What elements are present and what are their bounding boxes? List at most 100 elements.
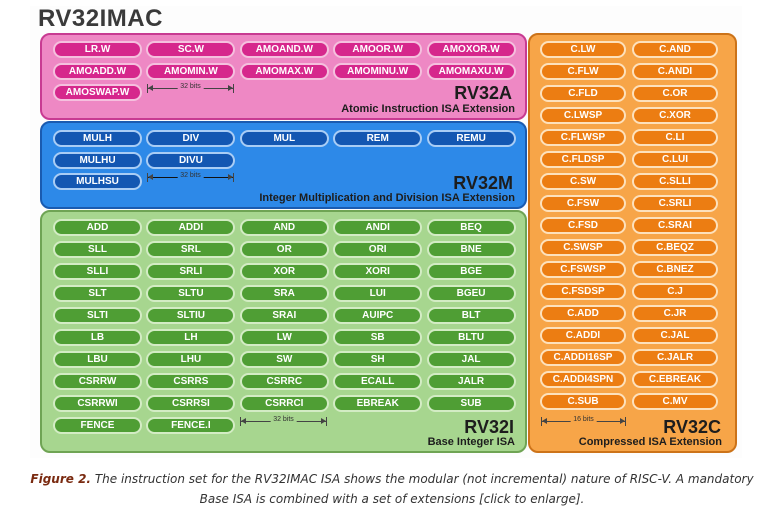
instruction-lui: LUI <box>333 285 423 302</box>
width-ruler-atomic: 32 bits <box>147 83 234 94</box>
instruction-sh: SH <box>333 351 423 368</box>
instruction-c-ebreak: C.EBREAK <box>632 371 718 388</box>
instruction-csrrci: CSRRCI <box>239 395 329 412</box>
instruction-csrrsi: CSRRSI <box>146 395 236 412</box>
instruction-ecall: ECALL <box>333 373 423 390</box>
instruction-amoxor-w: AMOXOR.W <box>426 41 516 58</box>
instruction-c-sw: C.SW <box>540 173 626 190</box>
instruction-c-swsp: C.SWSP <box>540 239 626 256</box>
instruction-c-fsw: C.FSW <box>540 195 626 212</box>
instruction-csrrc: CSRRC <box>239 373 329 390</box>
instruction-c-xor: C.XOR <box>632 107 718 124</box>
instruction-c-flw: C.FLW <box>540 63 626 80</box>
instruction-c-or: C.OR <box>632 85 718 102</box>
instruction-srai: SRAI <box>239 307 329 324</box>
instruction-fence: FENCE <box>53 417 142 434</box>
instruction-c-and: C.AND <box>632 41 718 58</box>
instruction-c-lw: C.LW <box>540 41 626 58</box>
instruction-c-jalr: C.JALR <box>632 349 718 366</box>
instruction-amoswap-w: AMOSWAP.W <box>53 84 142 101</box>
width-ruler-multiply: 32 bits <box>147 172 234 183</box>
width-label: 32 bits <box>270 416 297 423</box>
instruction-c-add: C.ADD <box>540 305 626 322</box>
instruction-mulhu: MULHU <box>53 151 142 169</box>
caption-label: Figure 2. <box>30 472 91 486</box>
instruction-csrrw: CSRRW <box>53 373 142 390</box>
width-ruler-base: 32 bits <box>240 416 327 427</box>
width-ruler-compressed: 16 bits <box>541 416 626 427</box>
instruction-sltiu: SLTIU <box>146 307 236 324</box>
instruction-addi: ADDI <box>146 219 236 236</box>
rv32m-name: RV32M <box>453 173 513 193</box>
instruction-amoand-w: AMOAND.W <box>239 41 329 58</box>
instruction-amomax-w: AMOMAX.W <box>239 62 329 80</box>
instruction-mul: MUL <box>239 130 329 147</box>
instruction-blt: BLT <box>426 307 516 324</box>
instruction-amomaxu-w: AMOMAXU.W <box>426 62 516 80</box>
instruction-c-mv: C.MV <box>632 393 718 410</box>
rv32i-name: RV32I <box>464 417 514 437</box>
instruction-jalr: JALR <box>426 373 516 390</box>
instruction-c-lwsp: C.LWSP <box>540 107 626 124</box>
instruction-lh: LH <box>146 329 236 346</box>
instruction-c-srli: C.SRLI <box>632 195 718 212</box>
instruction-c-li: C.LI <box>632 129 718 146</box>
instruction-c-slli: C.SLLI <box>632 173 718 190</box>
instruction-c-jal: C.JAL <box>632 327 718 344</box>
instruction-add: ADD <box>53 219 142 236</box>
instruction-mulh: MULH <box>53 130 142 147</box>
instruction-sw: SW <box>239 351 329 368</box>
instruction-sub: SUB <box>426 395 516 412</box>
instruction-slt: SLT <box>53 285 142 302</box>
instruction-rem: REM <box>333 130 423 147</box>
instruction-fence-i: FENCE.I <box>146 417 236 434</box>
instruction-srl: SRL <box>146 241 236 258</box>
instruction-bge: BGE <box>426 263 516 280</box>
instruction-sra: SRA <box>239 285 329 302</box>
rv32a-description: Atomic Instruction ISA Extension <box>341 103 515 115</box>
instruction-c-jr: C.JR <box>632 305 718 322</box>
instruction-bne: BNE <box>426 241 516 258</box>
instruction-ori: ORI <box>333 241 423 258</box>
instruction-amoadd-w: AMOADD.W <box>53 62 142 80</box>
instruction-beq: BEQ <box>426 219 516 236</box>
instruction-c-fldsp: C.FLDSP <box>540 151 626 168</box>
instruction-and: AND <box>239 219 329 236</box>
instruction-div: DIV <box>146 130 236 147</box>
instruction-c-sub: C.SUB <box>540 393 626 410</box>
instruction-sb: SB <box>333 329 423 346</box>
instruction-c-bnez: C.BNEZ <box>632 261 718 278</box>
instruction-csrrs: CSRRS <box>146 373 236 390</box>
instruction-c-andi: C.ANDI <box>632 63 718 80</box>
instruction-ebreak: EBREAK <box>333 395 423 412</box>
instruction-amoor-w: AMOOR.W <box>333 41 423 58</box>
instruction-bgeu: BGEU <box>426 285 516 302</box>
instruction-c-lui: C.LUI <box>632 151 718 168</box>
instruction-mulhsu: MULHSU <box>53 173 142 190</box>
rv32i-description: Base Integer ISA <box>427 436 515 448</box>
instruction-lhu: LHU <box>146 351 236 368</box>
instruction-andi: ANDI <box>333 219 423 236</box>
rv32c-name: RV32C <box>663 417 721 437</box>
instruction-jal: JAL <box>426 351 516 368</box>
figure-caption: Figure 2. The instruction set for the RV… <box>30 469 754 509</box>
instruction-amominu-w: AMOMINU.W <box>333 62 423 80</box>
instruction-c-addi16sp: C.ADDI16SP <box>540 349 626 366</box>
instruction-c-fld: C.FLD <box>540 85 626 102</box>
instruction-lr-w: LR.W <box>53 41 142 58</box>
instruction-c-beqz: C.BEQZ <box>632 239 718 256</box>
instruction-xor: XOR <box>239 263 329 280</box>
instruction-slti: SLTI <box>53 307 142 324</box>
instruction-c-flwsp: C.FLWSP <box>540 129 626 146</box>
instruction-csrrwi: CSRRWI <box>53 395 142 412</box>
instruction-c-fsdsp: C.FSDSP <box>540 283 626 300</box>
instruction-c-fsd: C.FSD <box>540 217 626 234</box>
instruction-divu: DIVU <box>146 151 236 169</box>
rv32a-name: RV32A <box>454 83 512 103</box>
rv32m-description: Integer Multiplication and Division ISA … <box>259 192 515 204</box>
instruction-c-j: C.J <box>632 283 718 300</box>
width-label: 16 bits <box>570 416 597 423</box>
instruction-srli: SRLI <box>146 263 236 280</box>
instruction-amomin-w: AMOMIN.W <box>146 62 236 80</box>
diagram-title: RV32IMAC <box>38 5 163 32</box>
